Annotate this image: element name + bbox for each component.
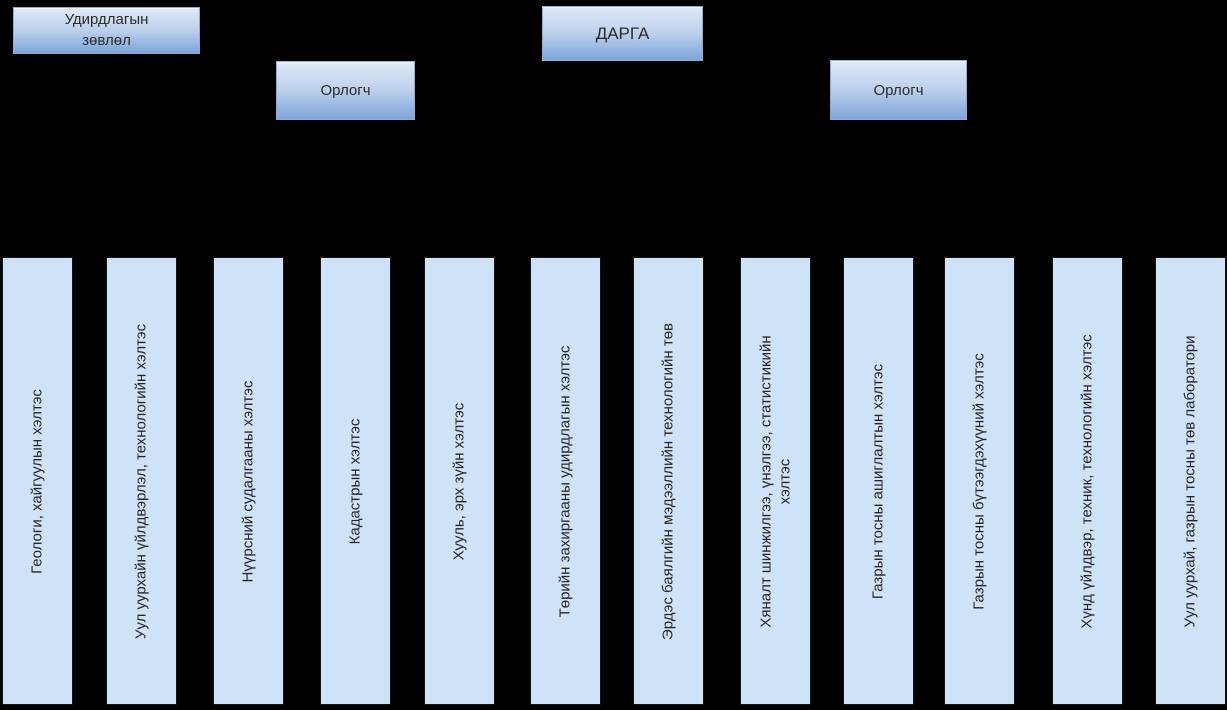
department-label: Төрийн захиргааны удирдлагын хэлтэс	[556, 345, 574, 617]
department-label: Газрын тосны бүтээгдэхүүний хэлтэс	[970, 352, 988, 610]
department-label: Эрдэс баялгийн мэдээллийн технологийн тө…	[659, 322, 677, 640]
department-box: Нүүрсний судалгааны хэлтэс	[213, 257, 284, 705]
org-node-deputy-right: Орлогч	[830, 60, 967, 120]
department-box: Эрдэс баялгийн мэдээллийн технологийн тө…	[633, 257, 704, 705]
department-label: Хяналт шинжилгээ, үнэлгээ, статистикийн …	[756, 334, 793, 628]
department-label: Газрын тосны ашиглалтын хэлтэс	[869, 363, 887, 599]
department-row: Геологи, хайгуулын хэлтэс Уул уурхайн үй…	[0, 257, 1227, 705]
node-label: ДАРГА	[595, 23, 650, 43]
department-label: Уул уурхайн үйлдвэрлэл, технологийн хэлт…	[132, 323, 150, 639]
department-box: Уул уурхай, газрын тосны төв лаборатори	[1155, 257, 1226, 705]
org-node-management-council: Удирдлагын зөвлөл	[13, 7, 200, 54]
org-node-deputy-left: Орлогч	[276, 61, 415, 120]
department-label: Кадастрын хэлтэс	[346, 418, 364, 544]
department-label: Уул уурхай, газрын тосны төв лаборатори	[1181, 334, 1199, 628]
department-label: Нүүрсний судалгааны хэлтэс	[239, 380, 257, 582]
node-label: Орлогч	[873, 81, 924, 99]
department-box: Газрын тосны ашиглалтын хэлтэс	[843, 257, 914, 705]
department-box: Төрийн захиргааны удирдлагын хэлтэс	[530, 257, 601, 705]
department-label: Хүнд үйлдвэр, техник, технологийн хэлтэс	[1078, 333, 1096, 629]
node-label: Удирдлагын зөвлөл	[64, 11, 149, 49]
department-label: Хууль, эрх зүйн хэлтэс	[450, 402, 468, 560]
department-box: Хүнд үйлдвэр, техник, технологийн хэлтэс	[1052, 257, 1123, 705]
org-node-director: ДАРГА	[542, 6, 703, 61]
department-box: Кадастрын хэлтэс	[320, 257, 391, 705]
department-box: Хяналт шинжилгээ, үнэлгээ, статистикийн …	[740, 257, 811, 705]
department-box: Газрын тосны бүтээгдэхүүний хэлтэс	[944, 257, 1015, 705]
department-box: Уул уурхайн үйлдвэрлэл, технологийн хэлт…	[106, 257, 177, 705]
department-box: Геологи, хайгуулын хэлтэс	[2, 257, 73, 705]
department-label: Геологи, хайгуулын хэлтэс	[28, 388, 46, 574]
department-box: Хууль, эрх зүйн хэлтэс	[424, 257, 495, 705]
node-label: Орлогч	[320, 82, 371, 99]
